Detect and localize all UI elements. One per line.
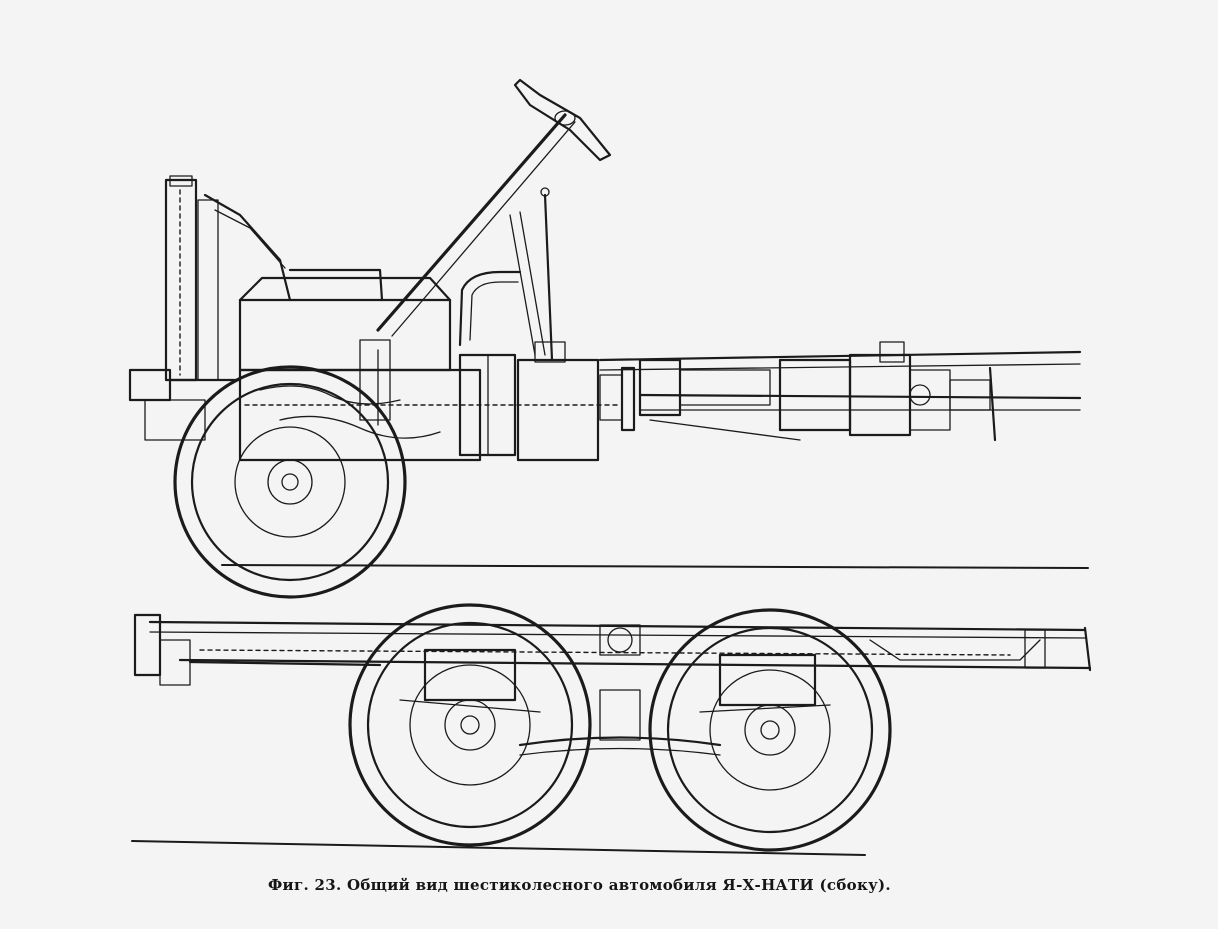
bogie-springs [399, 624, 831, 756]
radiator [164, 175, 219, 382]
steering [376, 78, 612, 337]
front-wheel [173, 365, 407, 599]
bogie-view [131, 603, 1092, 856]
rear-hitch [133, 613, 382, 686]
figure-caption: Фиг. 23. Общий вид шестиколесного автомо… [268, 876, 891, 894]
gearbox [516, 341, 636, 462]
seat-frame [458, 270, 522, 347]
rear-wheel-left [348, 603, 592, 847]
rear-wheel-right [648, 608, 892, 852]
side-view [128, 78, 1089, 599]
control-levers [509, 187, 554, 362]
front-frame-end [128, 368, 242, 441]
ground-line-top [221, 564, 1089, 569]
engine [238, 276, 621, 462]
ground-line-bottom [131, 840, 866, 856]
frame-rail [598, 350, 1082, 441]
clutch-housing [458, 353, 517, 457]
rear-assembly-top [638, 341, 997, 442]
bogie-frame [148, 620, 1092, 672]
front-bracket [203, 193, 384, 302]
